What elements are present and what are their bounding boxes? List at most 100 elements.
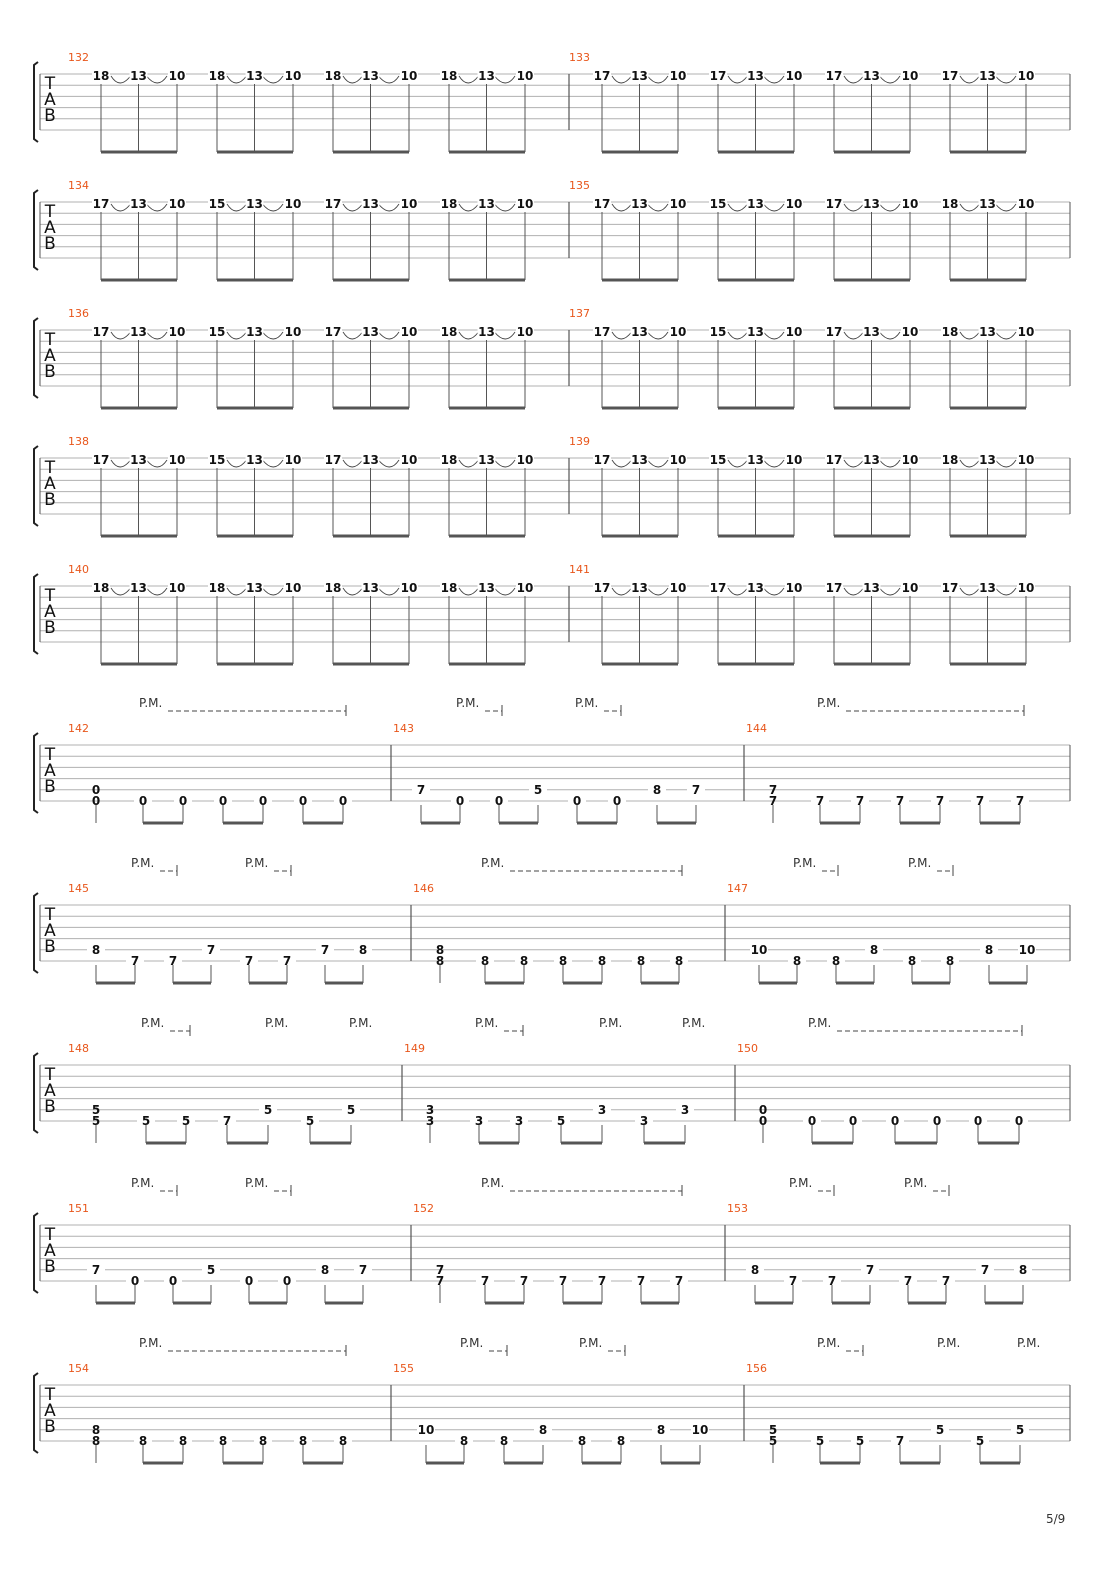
fret-number: 13 xyxy=(979,453,996,467)
fret-mask xyxy=(214,795,232,807)
fret-number: 7 xyxy=(207,943,215,957)
fret-number: 0 xyxy=(974,1114,982,1128)
fret-mask xyxy=(980,944,998,956)
fret-number: 10 xyxy=(401,581,418,595)
fret-mask xyxy=(400,581,418,593)
fret-number: 0 xyxy=(131,1274,139,1288)
fret-mask xyxy=(440,453,458,465)
fret-number: 17 xyxy=(594,197,611,211)
fret-number: 5 xyxy=(207,1263,215,1277)
tab-clef-letter: A xyxy=(44,346,56,366)
fret-number: 10 xyxy=(1018,581,1035,595)
fret-mask xyxy=(477,197,496,209)
fret-mask xyxy=(208,453,226,465)
fret-number: 17 xyxy=(710,581,727,595)
fret-mask xyxy=(284,325,302,337)
fret-mask xyxy=(903,955,921,967)
fret-mask xyxy=(608,795,626,807)
tab-clef-letter: B xyxy=(44,490,56,510)
fret-number: 18 xyxy=(93,69,110,83)
tab-clef-letter: A xyxy=(44,1241,56,1261)
fret-number: 10 xyxy=(285,453,302,467)
fret-mask xyxy=(825,69,843,81)
fret-mask xyxy=(412,784,430,796)
fret-mask xyxy=(862,197,881,209)
fret-number: 17 xyxy=(942,69,959,83)
fret-number: 17 xyxy=(325,453,342,467)
fret-mask xyxy=(254,795,272,807)
palm-mute-label: P.M. xyxy=(817,696,840,710)
slur xyxy=(494,587,516,596)
fret-number: 17 xyxy=(942,581,959,595)
palm-mute-label: P.M. xyxy=(579,1336,602,1350)
fret-mask xyxy=(87,944,105,956)
measure-number: 154 xyxy=(68,1362,89,1375)
fret-number: 8 xyxy=(520,954,528,968)
slur xyxy=(262,459,284,468)
fret-number: 7 xyxy=(866,1263,874,1277)
measure-number: 138 xyxy=(68,435,89,448)
system-bracket xyxy=(33,445,39,527)
fret-number: 10 xyxy=(1019,943,1036,957)
fret-number: 10 xyxy=(169,325,186,339)
fret-mask xyxy=(825,325,843,337)
fret-mask xyxy=(129,453,148,465)
fret-number: 8 xyxy=(321,1263,329,1277)
fret-number: 13 xyxy=(631,69,648,83)
system-bracket xyxy=(33,317,39,399)
fret-number: 8 xyxy=(481,954,489,968)
fret-number: 7 xyxy=(359,1263,367,1277)
fret-number: 10 xyxy=(902,581,919,595)
slur xyxy=(959,587,980,596)
fret-number: 8 xyxy=(985,943,993,957)
fret-number: 10 xyxy=(902,197,919,211)
fret-mask xyxy=(324,197,342,209)
fret-mask xyxy=(324,69,342,81)
fret-mask xyxy=(129,197,148,209)
fret-mask xyxy=(529,784,547,796)
fret-number: 10 xyxy=(670,197,687,211)
fret-number: 17 xyxy=(594,453,611,467)
fret-mask xyxy=(208,581,226,593)
fret-number: 13 xyxy=(478,325,495,339)
fret-mask xyxy=(354,944,372,956)
slur xyxy=(458,331,479,340)
fret-number: 18 xyxy=(441,69,458,83)
measure-number: 151 xyxy=(68,1202,89,1215)
fret-number: 8 xyxy=(598,954,606,968)
fret-mask xyxy=(630,581,649,593)
fret-mask xyxy=(670,955,688,967)
fret-number: 5 xyxy=(1016,1423,1024,1437)
tab-clef-letter: B xyxy=(44,1257,56,1277)
fret-number: 8 xyxy=(259,1434,267,1448)
fret-number: 8 xyxy=(139,1434,147,1448)
fret-mask xyxy=(844,1115,862,1127)
fret-mask xyxy=(174,1435,192,1447)
fret-number: 13 xyxy=(246,325,263,339)
fret-number: 0 xyxy=(891,1114,899,1128)
tab-clef-letter: B xyxy=(44,1097,56,1117)
fret-mask xyxy=(126,955,144,967)
slur xyxy=(763,587,785,596)
fret-mask xyxy=(324,453,342,465)
slur xyxy=(494,203,516,212)
fret-number: 8 xyxy=(578,1434,586,1448)
fret-mask xyxy=(865,944,883,956)
slur xyxy=(727,331,748,340)
fret-number: 10 xyxy=(285,581,302,595)
tab-clef-letter: T xyxy=(44,330,56,350)
fret-mask xyxy=(294,1435,312,1447)
tab-clef-letter: T xyxy=(44,1065,56,1085)
fret-number: 10 xyxy=(401,453,418,467)
fret-mask xyxy=(440,581,458,593)
fret-mask xyxy=(978,197,997,209)
measure-number: 143 xyxy=(393,722,414,735)
fret-mask xyxy=(931,1424,949,1436)
fret-mask xyxy=(510,1115,528,1127)
fret-mask xyxy=(785,581,803,593)
fret-number: 0 xyxy=(759,1114,767,1128)
fret-number: 10 xyxy=(418,1423,435,1437)
fret-mask xyxy=(92,197,110,209)
